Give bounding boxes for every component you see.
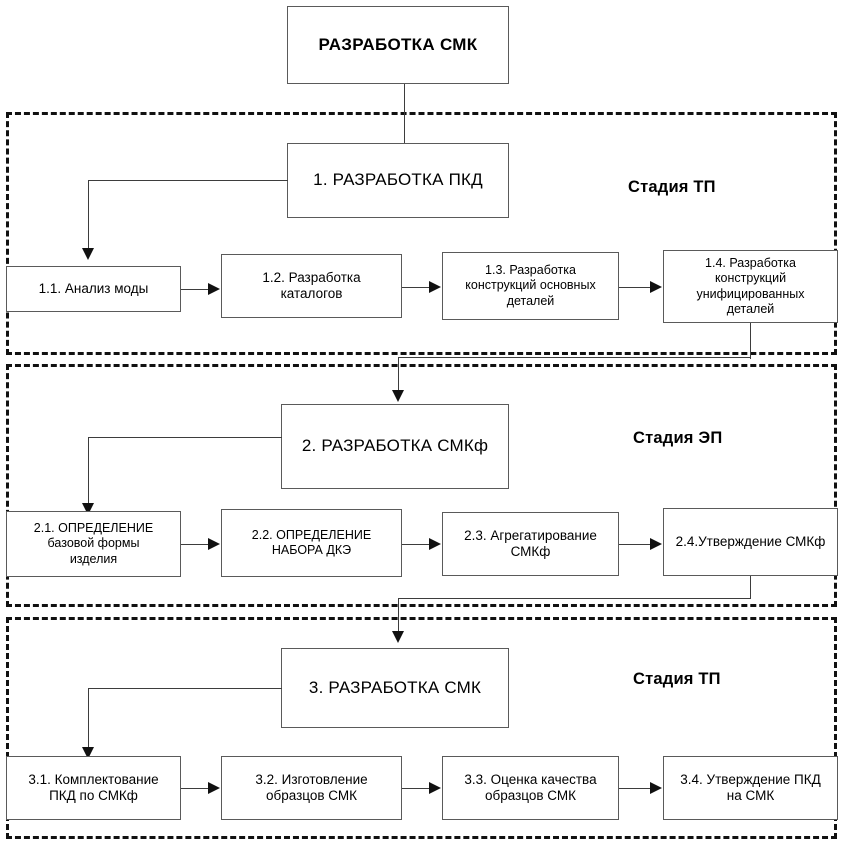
connector-1-1-to-1-2 [181, 289, 209, 290]
connector-s2-header-left [88, 437, 282, 438]
connector-into-stage2-header [398, 357, 399, 392]
connector-3-3-to-3-4 [619, 788, 650, 789]
arrowhead-into-task-3-2 [208, 782, 220, 794]
connector-2-2-to-2-3 [402, 544, 430, 545]
arrowhead-into-task-2-2 [208, 538, 220, 550]
connector-s2-header-down [88, 437, 89, 505]
connector-1-2-to-1-3 [402, 287, 430, 288]
arrowhead-into-task-1-1 [82, 248, 94, 260]
stage-1-header-box[interactable]: 1. РАЗРАБОТКА ПКД [287, 143, 509, 218]
connector-3-2-to-3-3 [402, 788, 430, 789]
arrowhead-into-task-1-3 [429, 281, 441, 293]
connector-1-4-left [398, 357, 751, 358]
connector-2-4-left [398, 598, 751, 599]
connector-s3-header-down [88, 688, 89, 749]
connector-s1-header-left [88, 180, 288, 181]
connector-title-to-stage1 [404, 84, 405, 143]
arrowhead-into-task-3-4 [650, 782, 662, 794]
stage-2-frame [6, 364, 837, 607]
title-box-label: РАЗРАБОТКА СМК [318, 34, 478, 54]
task-box-1-1-label: 1.1. Анализ моды [38, 280, 149, 296]
connector-1-3-to-1-4 [619, 287, 650, 288]
arrowhead-into-task-2-3 [429, 538, 441, 550]
connector-s1-header-down [88, 180, 89, 250]
stage-2-header-label: 2. РАЗРАБОТКА СМКф [301, 436, 489, 456]
stage-1-header-label: 1. РАЗРАБОТКА ПКД [313, 170, 483, 190]
stage-2-header-box[interactable]: 2. РАЗРАБОТКА СМКф [281, 404, 509, 489]
connector-s3-header-left [88, 688, 282, 689]
stage-1-caption: Стадия ТП [628, 178, 716, 196]
connector-1-4-down [750, 323, 751, 359]
connector-into-stage3-header [398, 598, 399, 633]
connector-2-3-to-2-4 [619, 544, 650, 545]
connector-2-1-to-2-2 [181, 544, 209, 545]
stage-3-frame [6, 617, 837, 839]
task-box-1-1[interactable]: 1.1. Анализ моды [6, 266, 181, 312]
task-box-2-4-label: 2.4.Утверждение СМКф [675, 533, 826, 549]
arrowhead-into-stage-2-header [392, 390, 404, 402]
stage-1-frame [6, 112, 837, 355]
arrowhead-into-task-1-4 [650, 281, 662, 293]
arrowhead-into-task-3-3 [429, 782, 441, 794]
connector-2-4-down [750, 576, 751, 599]
arrowhead-into-stage-3-header [392, 631, 404, 643]
task-box-2-4[interactable]: 2.4.Утверждение СМКф [663, 508, 838, 576]
arrowhead-into-task-1-2 [208, 283, 220, 295]
stage-3-caption: Стадия ТП [633, 670, 721, 688]
stage-2-caption: Стадия ЭП [633, 429, 723, 447]
stage-3-header-box[interactable]: 3. РАЗРАБОТКА СМК [281, 648, 509, 728]
stage-3-header-label: 3. РАЗРАБОТКА СМК [308, 677, 482, 697]
connector-3-1-to-3-2 [181, 788, 209, 789]
title-box[interactable]: РАЗРАБОТКА СМК [287, 6, 509, 84]
arrowhead-into-task-2-4 [650, 538, 662, 550]
